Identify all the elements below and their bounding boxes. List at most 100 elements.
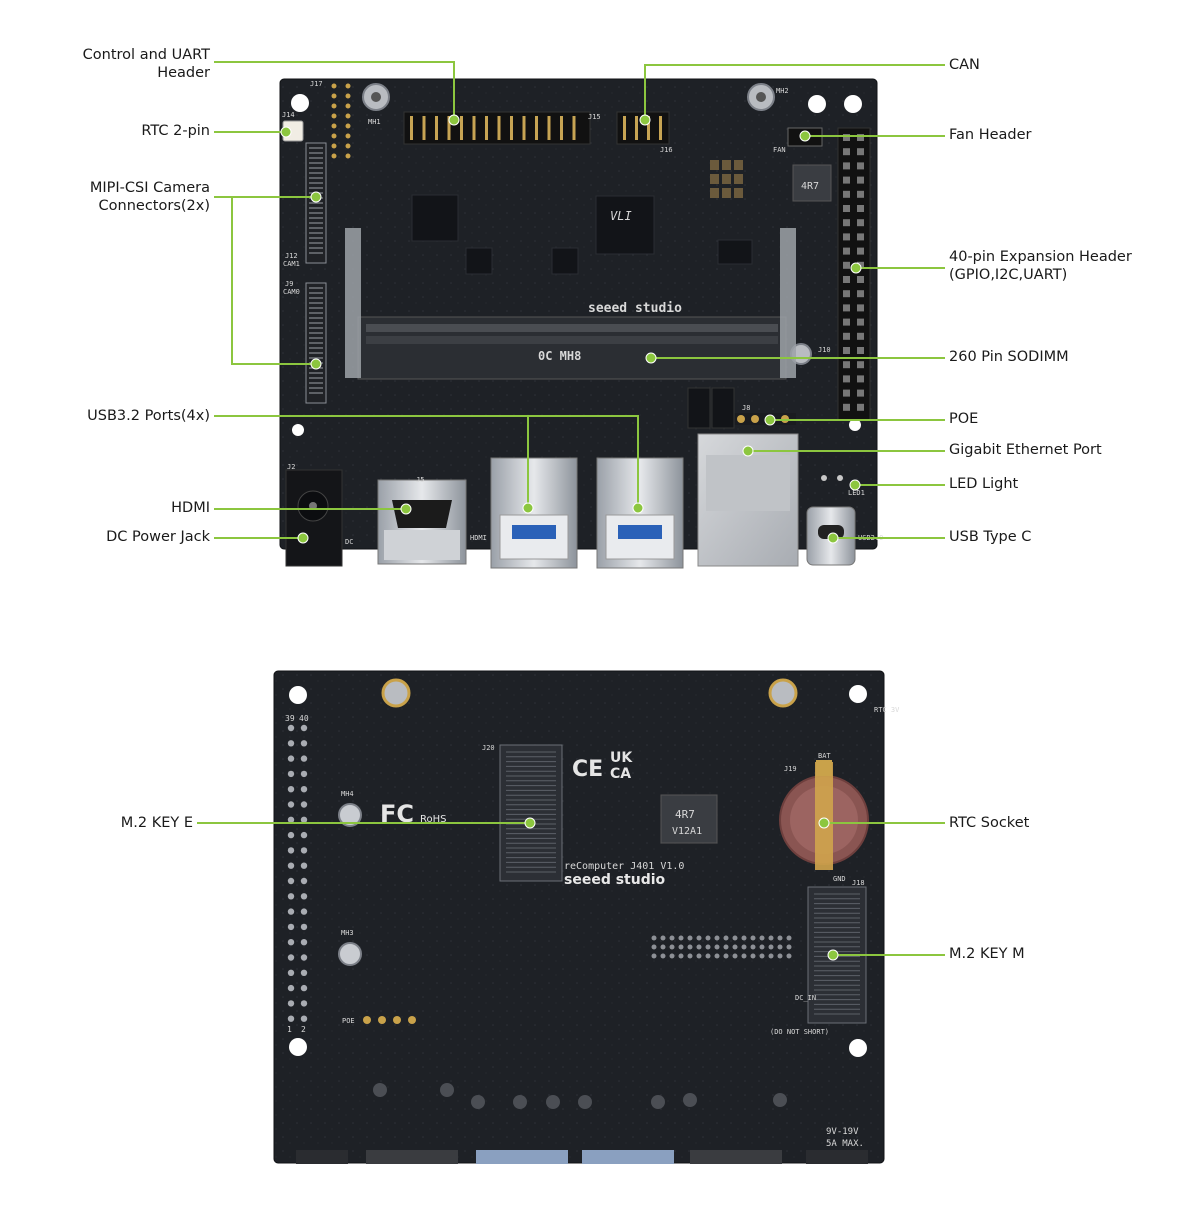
sodimm-contacts <box>366 336 778 344</box>
callout-dot <box>818 817 830 829</box>
via <box>696 944 702 950</box>
j17-pin <box>345 123 351 129</box>
gpio-pin <box>843 290 850 298</box>
gpio-pin <box>843 190 850 198</box>
mount-hole <box>849 685 867 703</box>
gpio-via <box>300 939 308 946</box>
inductor-l4 <box>792 164 832 202</box>
via <box>777 935 783 941</box>
via <box>714 935 720 941</box>
j15-pin <box>460 116 463 140</box>
via <box>750 935 756 941</box>
callout-control-uart: Control and UART Header <box>82 47 210 81</box>
gpio-pin <box>843 134 850 141</box>
l3-mark-2: V12A1 <box>672 826 702 837</box>
silk-rtc3v: RTC 3V <box>874 706 900 714</box>
gpio-via <box>287 923 295 931</box>
l4-mark: 4R7 <box>801 181 819 192</box>
callout-line <box>528 415 639 508</box>
silk-j14: J14 <box>282 111 295 119</box>
usb3-tongue <box>618 525 662 539</box>
callout-can: CAN <box>949 57 980 73</box>
gpio-via <box>287 969 295 976</box>
j17-header <box>331 83 351 159</box>
j17-pin <box>345 133 351 139</box>
gpio-via <box>300 862 308 869</box>
sodimm-contacts <box>366 324 778 332</box>
callout-dot <box>764 414 776 426</box>
j17-pin <box>331 123 337 129</box>
capacitor <box>722 188 731 198</box>
callout-dot <box>850 262 862 274</box>
via <box>732 935 738 941</box>
standoff-hole <box>371 92 381 102</box>
j16-pin <box>635 116 638 140</box>
mount-hole <box>292 424 304 436</box>
gpio-via <box>287 877 295 885</box>
silk-cam1: CAM1 <box>283 260 300 268</box>
via <box>714 944 720 950</box>
callout-dot <box>849 479 861 491</box>
model-silk: reComputer J401 V1.0 <box>564 861 684 872</box>
silk-dc: DC <box>345 538 353 546</box>
via <box>759 953 765 959</box>
dns-silk: (DO NOT SHORT) <box>770 1028 829 1036</box>
callout-hdmi: HDMI <box>171 500 210 516</box>
callout-m2e: M.2 KEY E <box>120 815 193 831</box>
via <box>723 944 729 950</box>
via <box>759 935 765 941</box>
standoff-mh3 <box>338 942 362 966</box>
silk-p39: 39 <box>285 714 295 723</box>
usb3-tongue <box>512 525 556 539</box>
rtc-socket-clip <box>815 762 833 870</box>
j17-pin <box>345 93 351 99</box>
j17-pin <box>345 113 351 119</box>
gpio-pin <box>857 162 864 170</box>
j15-pin <box>510 116 513 140</box>
gpio-pin <box>843 304 850 312</box>
gpio-via <box>287 816 295 823</box>
capacitor <box>722 174 731 184</box>
silk-j8: J8 <box>742 404 750 412</box>
via <box>732 944 738 950</box>
silk-mh4: MH4 <box>341 790 354 798</box>
gpio-pin <box>857 190 864 198</box>
via <box>705 944 711 950</box>
via <box>678 935 684 941</box>
mount-hole <box>291 94 309 112</box>
callout-dot <box>632 502 644 514</box>
gpio-pin <box>843 318 850 326</box>
j15-pin <box>447 116 451 140</box>
silk-fan: FAN <box>773 146 786 154</box>
top-board: VLI 4R7 0C MH8 seeed studio <box>279 78 883 569</box>
ukca-logo-2: CA <box>610 766 631 782</box>
edge-connector <box>690 1150 782 1164</box>
gpio-via <box>300 969 308 976</box>
mount-hole <box>844 95 862 113</box>
silk-j10: J10 <box>818 346 831 354</box>
callout-poe: POE <box>949 411 979 427</box>
via <box>741 935 747 941</box>
mount-hole <box>289 1038 307 1056</box>
callout-line <box>214 196 316 365</box>
gpio-via <box>287 755 295 762</box>
via <box>705 935 711 941</box>
sodimm-mark: 0C MH8 <box>538 349 581 363</box>
gpio-pin <box>857 233 864 241</box>
gpio-via <box>300 816 308 823</box>
voltage-silk: 9V-19V <box>826 1127 859 1137</box>
j17-pin <box>331 113 337 119</box>
gpio-pin <box>843 361 850 369</box>
j15-pin <box>422 116 426 140</box>
standoff <box>381 678 411 708</box>
silk-j20: J20 <box>482 744 495 752</box>
edge-connector <box>476 1150 568 1164</box>
chip-logo: VLI <box>610 209 632 223</box>
silk-j15: J15 <box>588 113 601 121</box>
silk-hdmi: HDMI <box>470 534 487 542</box>
via <box>759 944 765 950</box>
via <box>786 953 792 959</box>
via <box>669 935 675 941</box>
chip-main <box>595 195 655 255</box>
capacitor <box>734 160 743 170</box>
